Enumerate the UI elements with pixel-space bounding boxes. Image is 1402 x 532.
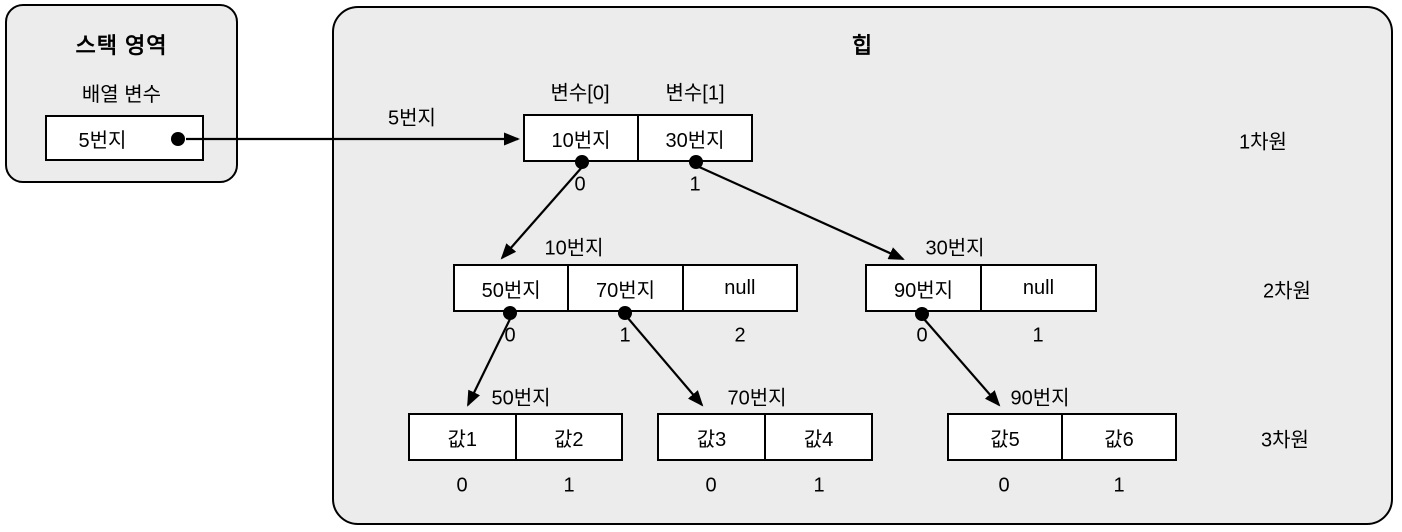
array-2d-a-index-1: 1 xyxy=(619,324,631,347)
array-3d-a-address-label: 50번지 xyxy=(491,387,551,410)
stack-region-box: 스택 영역 배열 변수 5번지 xyxy=(5,4,238,183)
stack-region-title: 스택 영역 xyxy=(75,33,168,58)
array-2d-a-box: 50번지 70번지 null xyxy=(453,264,798,312)
pointer-arrow-label: 5번지 xyxy=(388,107,436,130)
dimension-label-3d: 3차원 xyxy=(1261,429,1309,452)
array-2d-a-cell-1: 70번지 xyxy=(567,266,682,310)
array-2d-b-index-0: 0 xyxy=(916,324,928,347)
array-3d-c-cell-1: 값6 xyxy=(1061,415,1175,459)
array-3d-c-address-label: 90번지 xyxy=(1010,387,1070,410)
heap-region-title: 힙 xyxy=(851,33,874,58)
array-3d-b-index-0: 0 xyxy=(705,474,717,497)
array-1d-index-1: 1 xyxy=(689,173,701,196)
array-2d-a-index-0: 0 xyxy=(504,324,516,347)
array-2d-a-cell-2: null xyxy=(681,266,796,310)
array-2d-b-box: 90번지 null xyxy=(865,264,1097,312)
array-3d-a-cell-1: 값2 xyxy=(514,415,621,459)
array-3d-c-box: 값5 값6 xyxy=(947,413,1177,461)
array-3d-c-index-1: 1 xyxy=(1113,474,1125,497)
array-2d-b-address-label: 30번지 xyxy=(925,237,985,260)
array-3d-c-index-0: 0 xyxy=(998,474,1010,497)
array-1d-cell-0: 10번지 xyxy=(525,116,637,160)
array-3d-b-index-1: 1 xyxy=(813,474,825,497)
dimension-label-1d: 1차원 xyxy=(1239,131,1287,154)
stack-variable-cell: 5번지 xyxy=(45,115,204,161)
array-2d-a-address-label: 10번지 xyxy=(544,237,604,260)
array-3d-b-cell-1: 값4 xyxy=(764,415,871,459)
array-3d-a-box: 값1 값2 xyxy=(408,413,623,461)
array-3d-a-cell-0: 값1 xyxy=(410,415,515,459)
array-2d-b-cell-1: null xyxy=(980,266,1095,310)
array-3d-b-cell-0: 값3 xyxy=(659,415,764,459)
array-3d-b-address-label: 70번지 xyxy=(727,387,787,410)
array-2d-a-index-2: 2 xyxy=(734,324,746,347)
array-1d-header-1: 변수[1] xyxy=(665,82,725,105)
array-variable-label: 배열 변수 xyxy=(81,84,162,106)
array-1d-box: 10번지 30번지 xyxy=(523,114,753,162)
array-2d-a-cell-0: 50번지 xyxy=(455,266,568,310)
array-2d-b-index-1: 1 xyxy=(1032,324,1044,347)
array-3d-a-index-0: 0 xyxy=(456,474,468,497)
array-3d-c-cell-0: 값5 xyxy=(949,415,1061,459)
array-1d-index-0: 0 xyxy=(574,173,586,196)
array-3d-b-box: 값3 값4 xyxy=(657,413,873,461)
array-3d-a-index-1: 1 xyxy=(563,474,575,497)
array-1d-header-0: 변수[0] xyxy=(550,82,610,105)
dimension-label-2d: 2차원 xyxy=(1263,280,1311,303)
array-1d-cell-1: 30번지 xyxy=(637,116,751,160)
array-2d-b-cell-0: 90번지 xyxy=(867,266,980,310)
